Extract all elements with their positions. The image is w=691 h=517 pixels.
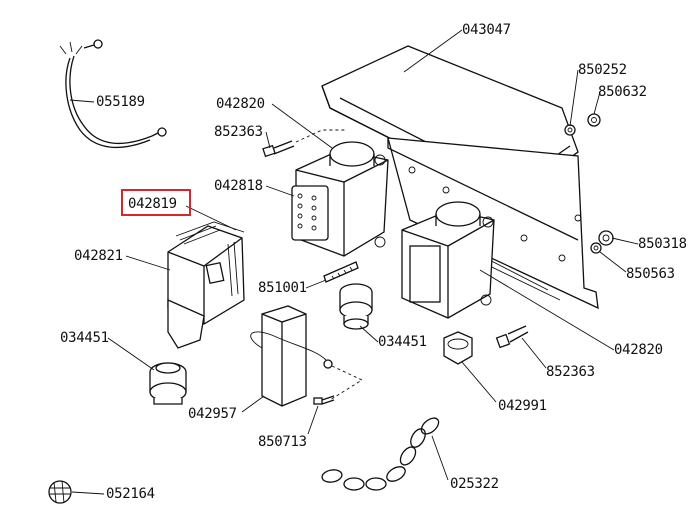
label-852363-top: 852363 bbox=[214, 124, 263, 140]
label-042821: 042821 bbox=[74, 248, 123, 264]
chain-025322 bbox=[321, 417, 440, 491]
pin-grid bbox=[297, 193, 317, 231]
label-055189: 055189 bbox=[96, 94, 145, 110]
gland-034451-mid bbox=[339, 283, 373, 330]
leader-lines bbox=[69, 29, 639, 495]
nut-850252 bbox=[564, 124, 576, 136]
label-850563: 850563 bbox=[626, 266, 675, 282]
label-042818: 042818 bbox=[214, 178, 263, 194]
label-042957: 042957 bbox=[188, 406, 237, 422]
part-labels: 043047 850252 850632 055189 042820 85236… bbox=[60, 22, 687, 502]
label-851001: 851001 bbox=[258, 280, 307, 296]
label-034451-mid: 034451 bbox=[378, 334, 427, 350]
label-850632: 850632 bbox=[598, 84, 647, 100]
cable-055189 bbox=[59, 39, 167, 149]
label-025322: 025322 bbox=[450, 476, 499, 492]
label-042820-right: 042820 bbox=[614, 342, 663, 358]
housing-042820-right bbox=[401, 201, 495, 319]
highlight-box-042819 bbox=[121, 189, 191, 216]
label-042819: 042819 bbox=[128, 196, 177, 212]
label-850318: 850318 bbox=[638, 236, 687, 252]
label-850252: 850252 bbox=[578, 62, 627, 78]
housing-042820-top bbox=[291, 141, 389, 257]
label-052164: 052164 bbox=[106, 486, 155, 502]
washer-850632 bbox=[587, 113, 601, 127]
label-034451-left: 034451 bbox=[60, 330, 109, 346]
label-042820-top: 042820 bbox=[216, 96, 265, 112]
screw-850713 bbox=[313, 395, 335, 405]
label-042991: 042991 bbox=[498, 398, 547, 414]
stud-851001 bbox=[323, 261, 359, 283]
cover-042957 bbox=[250, 305, 363, 407]
gland-034451-left bbox=[149, 362, 187, 405]
washer-850318 bbox=[598, 230, 614, 246]
ball-052164 bbox=[48, 480, 72, 504]
nut-042991 bbox=[443, 331, 473, 365]
label-043047: 043047 bbox=[462, 22, 511, 38]
label-850713: 850713 bbox=[258, 434, 307, 450]
screw-852363-right bbox=[495, 325, 529, 349]
screw-852363-top bbox=[262, 129, 346, 158]
label-852363-right: 852363 bbox=[546, 364, 595, 380]
hood-042821 bbox=[167, 221, 245, 349]
nut-850563 bbox=[590, 242, 602, 254]
